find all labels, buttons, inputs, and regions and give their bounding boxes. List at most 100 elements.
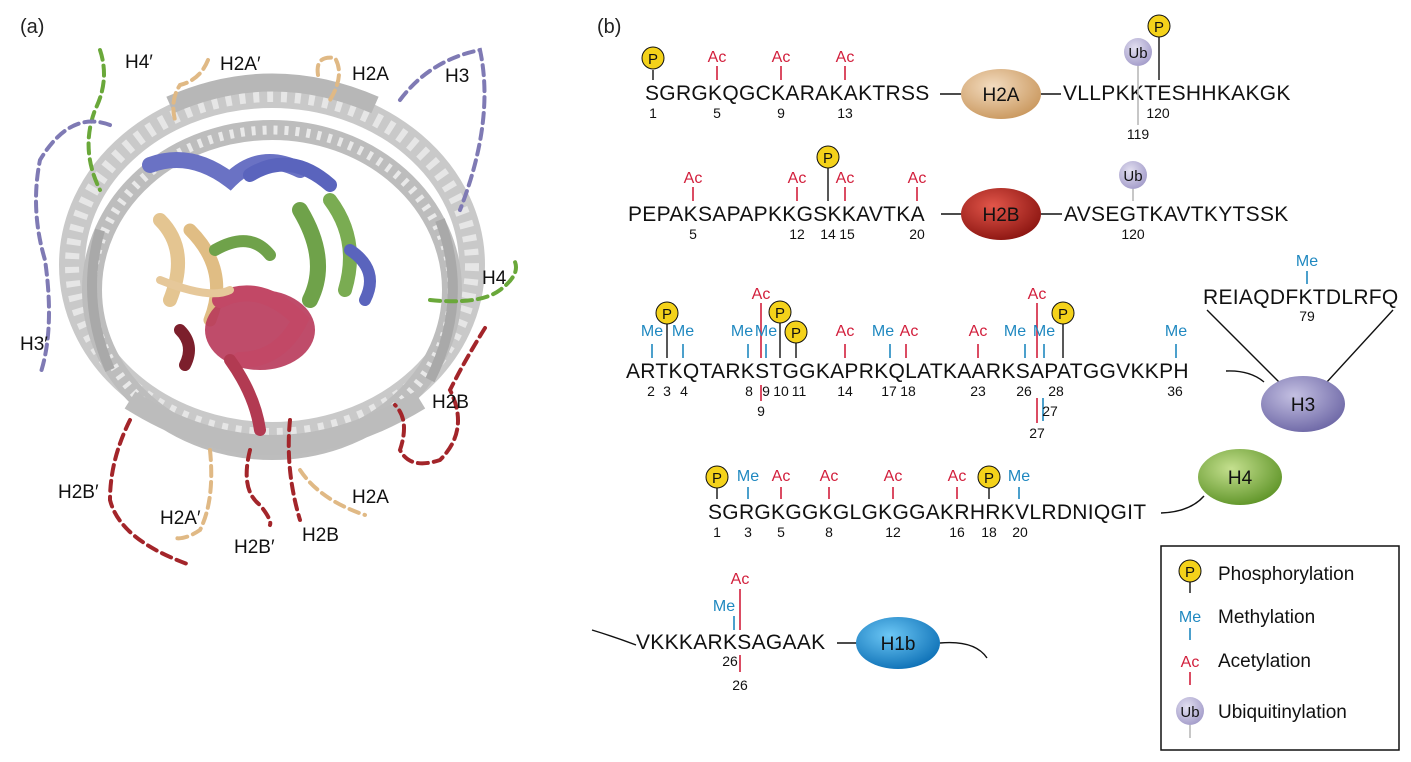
h2a-seq-c: VLLPKKTESHHKAKGK xyxy=(1063,82,1291,105)
h2b-seq-c: AVSEGTKAVTKYTSSK xyxy=(1064,203,1289,226)
h3-me4: Me xyxy=(672,323,694,340)
tail-h2ap-top xyxy=(171,58,210,122)
h3-num-3: 3 xyxy=(663,383,671,399)
h2b-ac12: Ac xyxy=(788,170,807,187)
h2a-ac13: Ac xyxy=(836,49,855,66)
h2b-ac20: Ac xyxy=(908,170,927,187)
h3-ac9: Ac xyxy=(752,286,771,303)
h4-row: SGRGKGGKGLGKGGAKRHRKVLRDNIQGIT H4 P Me A… xyxy=(705,449,1282,540)
h2a-ac5: Ac xyxy=(708,49,727,66)
h4-chip-label: H4 xyxy=(1228,468,1253,489)
label-h2bp-left: H2B′ xyxy=(58,482,99,503)
h3-num-11: 11 xyxy=(792,383,807,399)
tail-h2b-right xyxy=(393,326,487,466)
panel-a-label: (a) xyxy=(20,16,44,38)
h2b-chip xyxy=(961,188,1041,240)
h4-me20: Me xyxy=(1008,468,1030,485)
label-h3p: H3′ xyxy=(20,334,48,355)
nucleosome-structure: H4′ H2A′ H2A H3 H4 H3′ H2B H2B′ H2A′ H2B… xyxy=(20,47,518,567)
h4-chip xyxy=(1198,449,1282,505)
h3-num-26: 26 xyxy=(1016,383,1032,399)
tail-h3 xyxy=(398,47,487,212)
h3-num-4: 4 xyxy=(680,383,688,399)
h3-num-10: 10 xyxy=(773,383,789,399)
h2b-num-20: 20 xyxy=(909,226,925,242)
h3-chip-label: H3 xyxy=(1291,395,1315,416)
legend-me-label: Methylation xyxy=(1218,607,1315,628)
h2a-seq-n: SGRGKQGCKARAKAKTRSS xyxy=(645,82,930,105)
h3-chip xyxy=(1261,376,1345,432)
h2a-num-120: 120 xyxy=(1146,105,1170,121)
h3-me17: Me xyxy=(872,323,894,340)
h3-me26: Me xyxy=(1004,323,1026,340)
tail-h2a-bottom xyxy=(298,468,367,517)
h4-num-18: 18 xyxy=(981,524,997,540)
h3-num-27-me: 27 xyxy=(1042,403,1058,419)
h2b-num-15: 15 xyxy=(839,226,855,242)
legend-p-symbol: P xyxy=(1185,564,1195,581)
h3-ac23: Ac xyxy=(969,323,988,340)
h3-num-18: 18 xyxy=(900,383,916,399)
label-h2b-bottom: H2B xyxy=(302,525,339,546)
h3-num-28: 28 xyxy=(1048,383,1064,399)
h4-num-20: 20 xyxy=(1012,524,1028,540)
h2b-chip-label: H2B xyxy=(983,205,1020,226)
h3-me9: Me xyxy=(755,323,777,340)
h3-num-9: 9 xyxy=(762,383,770,399)
h3-p11: P xyxy=(791,325,801,342)
h2a-ac9: Ac xyxy=(772,49,791,66)
histone-core xyxy=(142,152,376,436)
h1b-ac26: Ac xyxy=(731,571,750,588)
h3-num-23: 23 xyxy=(970,383,986,399)
h3-ac27: Ac xyxy=(1028,286,1047,303)
h4-seq: SGRGKGGKGLGKGGAKRHRKVLRDNIQGIT xyxy=(708,501,1146,524)
h3-num-36: 36 xyxy=(1167,383,1183,399)
h2a-chip xyxy=(961,69,1041,119)
h2b-ac15: Ac xyxy=(836,170,855,187)
h2a-p1: P xyxy=(648,51,658,68)
h4-num-12: 12 xyxy=(885,524,901,540)
h4-num-5: 5 xyxy=(777,524,785,540)
h3-num-14: 14 xyxy=(837,383,853,399)
legend-me-symbol: Me xyxy=(1179,609,1201,626)
label-h2b-right: H2B xyxy=(432,392,469,413)
h1b-chip-label: H1b xyxy=(881,634,916,655)
h1b-chip xyxy=(856,617,940,669)
h4-num-8: 8 xyxy=(825,524,833,540)
label-h4p: H4′ xyxy=(125,52,153,73)
h3-ac14: Ac xyxy=(836,323,855,340)
h4-num-16: 16 xyxy=(949,524,965,540)
legend-p-label: Phosphorylation xyxy=(1218,564,1354,585)
legend-item-phosphorylation: P Phosphorylation xyxy=(1178,559,1354,593)
label-h2bp-bottom: H2B′ xyxy=(234,537,275,558)
h3-num-8: 8 xyxy=(745,383,753,399)
h2a-num-1: 1 xyxy=(649,105,657,121)
label-h2ap-bottom: H2A′ xyxy=(160,508,201,529)
label-h2ap-top: H2A′ xyxy=(220,54,261,75)
h3-row: REIAQDFKTDLRFQ Me 79 ARTKQTARKSTGGKAPRKQ… xyxy=(626,253,1398,441)
tail-h4 xyxy=(428,260,518,304)
h2a-p120: P xyxy=(1154,19,1164,36)
h3-num-27-ac: 27 xyxy=(1029,425,1045,441)
h3-p10: P xyxy=(775,305,785,322)
h3-num-79: 79 xyxy=(1299,308,1315,324)
h1b-row: VKKKARKSAGAAK H1b Ac Me 26 26 xyxy=(591,571,988,693)
h4-p1: P xyxy=(712,470,722,487)
h2a-num-13: 13 xyxy=(837,105,853,121)
h2a-num-119: 119 xyxy=(1127,126,1150,142)
h3-num-9-below: 9 xyxy=(757,403,765,419)
h2b-num-14: 14 xyxy=(820,226,836,242)
h3-ac18: Ac xyxy=(900,323,919,340)
h3-seq: ARTKQTARKSTGGKAPRKQLATKAARKSAPATGGVKKPH xyxy=(626,360,1189,383)
h4-ac12: Ac xyxy=(884,468,903,485)
h4-num-3: 3 xyxy=(744,524,752,540)
h2a-num-9: 9 xyxy=(777,105,785,121)
label-h2a-bottom: H2A xyxy=(352,487,389,508)
legend-item-methylation: Me Methylation xyxy=(1179,607,1315,640)
h3-p28: P xyxy=(1058,306,1068,323)
h2b-p14: P xyxy=(823,150,833,167)
histone-tails xyxy=(34,47,518,567)
legend-item-ubiquitinylation: Ub Ubiquitinylation xyxy=(1176,697,1347,738)
legend-ub-symbol: Ub xyxy=(1180,704,1199,721)
